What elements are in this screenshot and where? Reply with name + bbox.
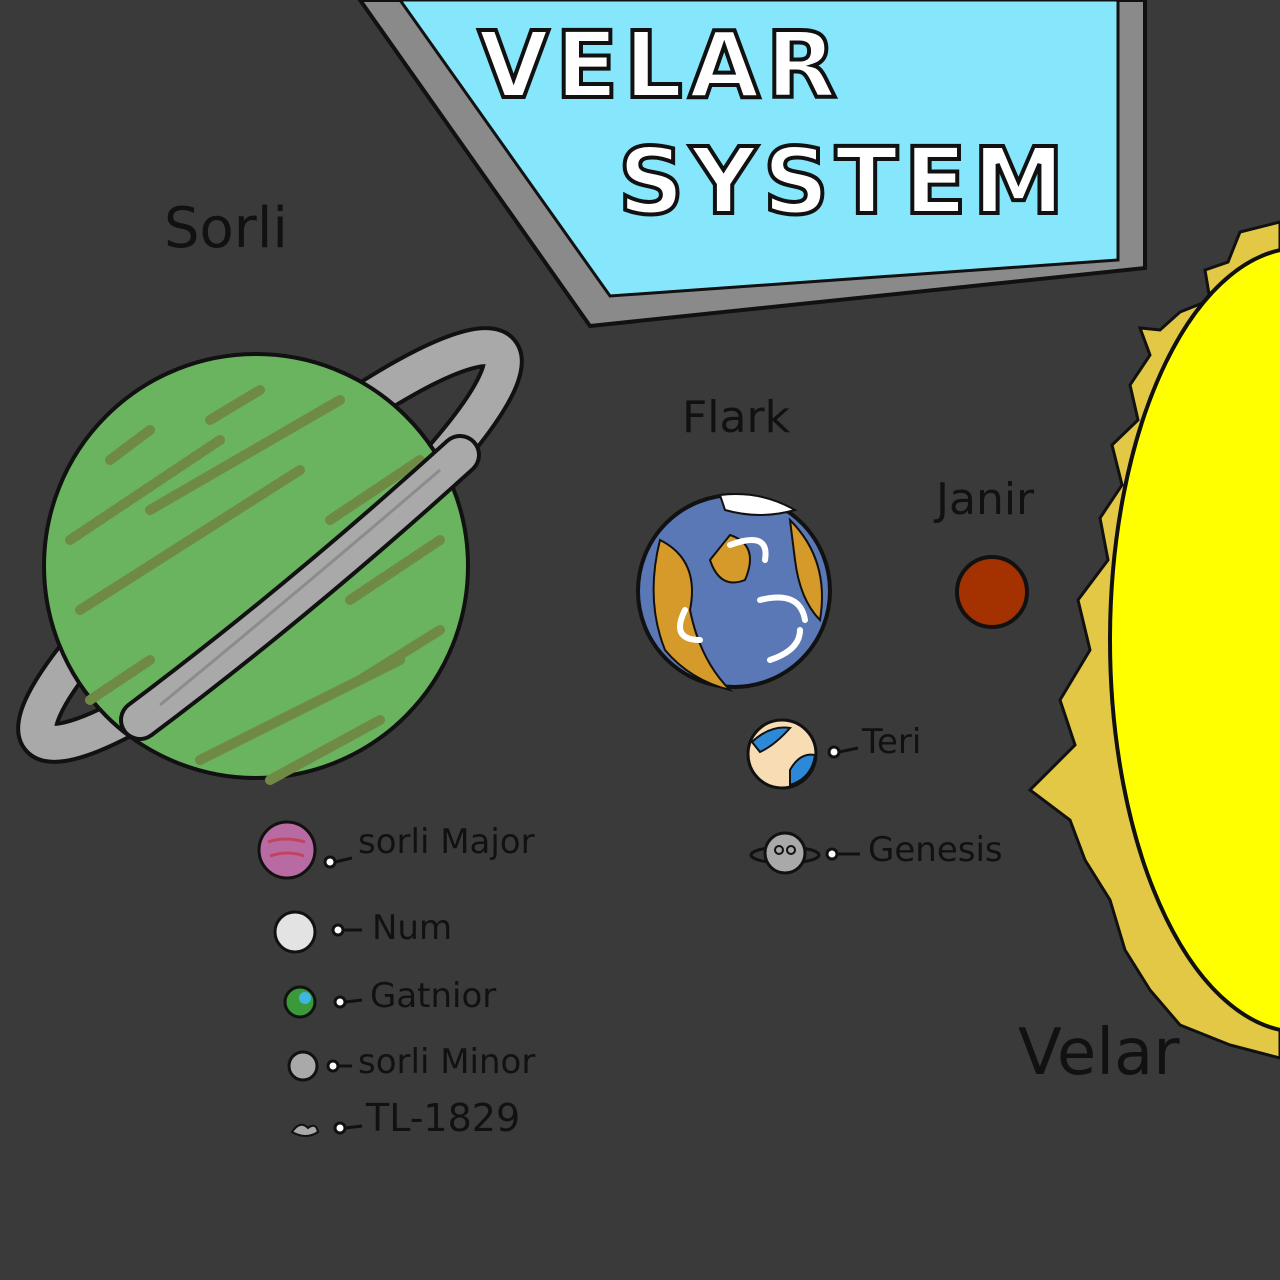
station-icon xyxy=(749,831,821,875)
moon-label-genesis: Genesis xyxy=(868,830,1003,870)
moon-label-num: Num xyxy=(372,908,453,948)
grey-moon-icon xyxy=(287,1050,319,1082)
earthlike-moon-icon xyxy=(283,985,317,1019)
moon-label-sorli-minor: sorli Minor xyxy=(358,1042,536,1082)
sorli-moon-icons xyxy=(257,820,363,1137)
title-line-2: SYSTEM xyxy=(616,126,1071,237)
title-line-1: VELAR xyxy=(476,10,843,121)
pink-moon-icon xyxy=(257,820,317,880)
flark-moon-icons xyxy=(746,718,860,875)
moon-label-teri: Teri xyxy=(862,722,922,762)
sorli-moon-connectors xyxy=(323,855,363,1135)
flark-planet-icon xyxy=(636,493,832,692)
moon-label-gatnior: Gatnior xyxy=(370,976,497,1016)
velar-sun-icon xyxy=(1027,220,1280,1060)
janir-label: Janir xyxy=(936,474,1035,525)
teri-moon-icon xyxy=(746,718,818,790)
title-panel xyxy=(357,0,1147,329)
white-moon-icon xyxy=(273,910,317,954)
sorli-ring-front xyxy=(119,434,481,741)
asteroid-icon xyxy=(290,1123,320,1137)
moon-label-sorli-major: sorli Major xyxy=(358,822,535,862)
janir-planet-icon xyxy=(955,555,1029,629)
moon-label-tl-1829: TL-1829 xyxy=(366,1096,521,1140)
flark-label: Flark xyxy=(682,392,791,443)
velar-label: Velar xyxy=(1018,1016,1180,1090)
flark-moon-connectors xyxy=(825,745,860,861)
sorli-label: Sorli xyxy=(164,196,288,261)
sorli-planet-icon xyxy=(42,352,470,785)
